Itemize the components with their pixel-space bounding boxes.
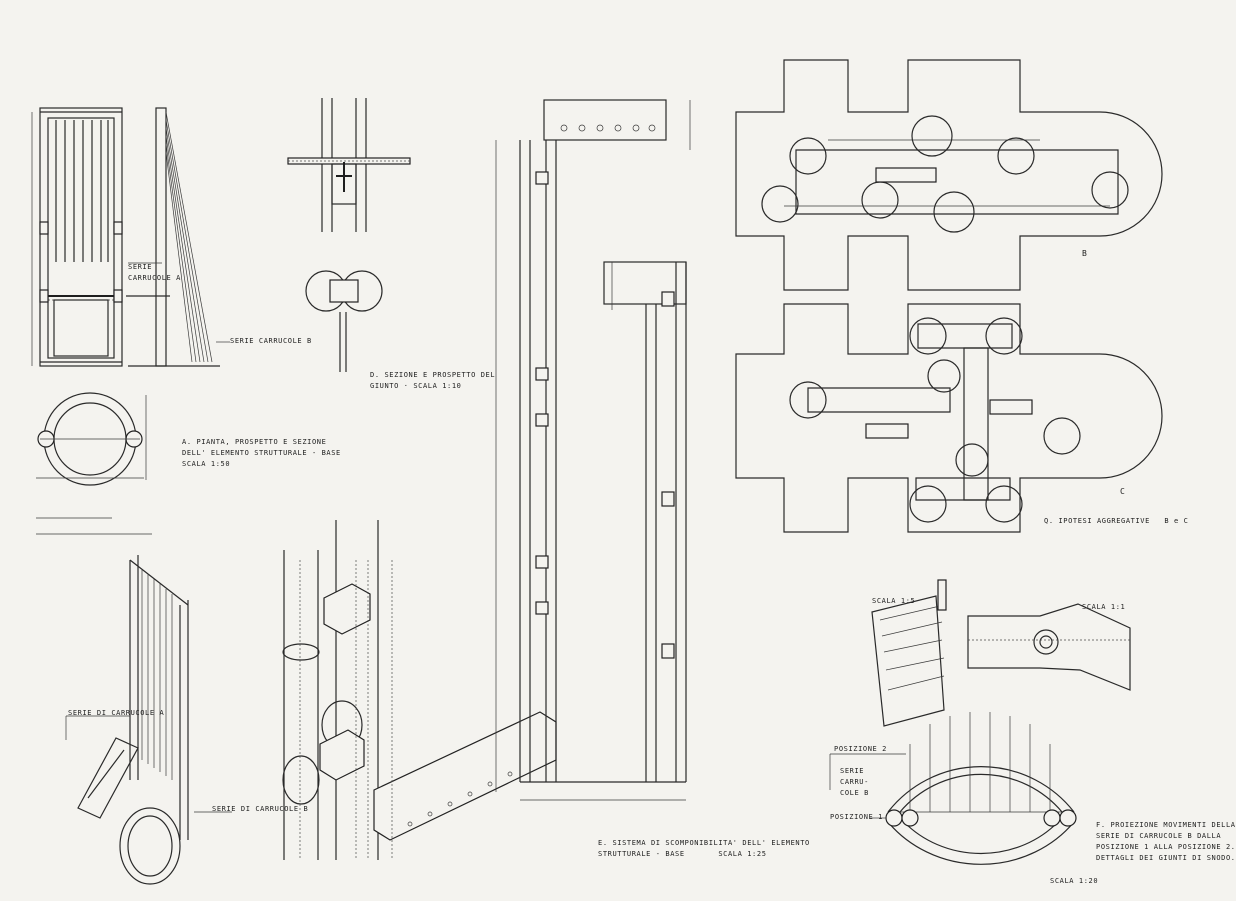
joint-detail-1-1 bbox=[967, 603, 1131, 691]
caption-e: E. SISTEMA DI SCOMPONIBILITA' DELL' ELEM… bbox=[598, 839, 810, 858]
label-serie-carrucole-b-detail: SERIE CARRU- COLE B bbox=[840, 767, 869, 797]
label-plan-c: C bbox=[1120, 487, 1126, 496]
structural-element-elevation bbox=[31, 107, 123, 367]
label-posizione-1: POSIZIONE 1 bbox=[830, 813, 883, 821]
caption-d: D. SEZIONE E PROSPETTO DEL GIUNTO · SCAL… bbox=[370, 371, 496, 390]
isometric-joints bbox=[282, 520, 557, 860]
pulley-detail-1-5 bbox=[871, 579, 947, 727]
caption-a: A. PIANTA, PROSPETTO E SEZIONE DELL' ELE… bbox=[182, 438, 341, 468]
label-plan-b: B bbox=[1082, 249, 1088, 258]
label-serie-carrucole-b-top: SERIE CARRUCOLE B bbox=[230, 337, 312, 345]
structural-element-section bbox=[126, 107, 230, 367]
joint-section bbox=[287, 98, 411, 232]
label-serie-carrucole-a-top: SERIE CARRUCOLE A bbox=[128, 263, 181, 282]
decomposition-system bbox=[495, 99, 691, 801]
pulley-movement-projection bbox=[829, 712, 1077, 865]
caption-f: F. PROIEZIONE MOVIMENTI DELLA SERIE DI C… bbox=[1096, 821, 1236, 862]
label-serie-carrucole-b-iso: SERIE DI CARRUCOLE B bbox=[212, 805, 309, 813]
label-serie-carrucole-a-iso: SERIE DI CARRUCOLE A bbox=[68, 709, 165, 717]
technical-drawing bbox=[31, 59, 1163, 885]
aggregation-plan-b bbox=[735, 59, 1163, 291]
drawing-sheet: SERIE CARRUCOLE A SERIE CARRUCOLE B A. P… bbox=[31, 59, 1235, 885]
label-scala-1-5: SCALA 1:5 bbox=[872, 597, 916, 605]
aggregation-plan-c bbox=[735, 303, 1163, 533]
joint-plan bbox=[305, 270, 383, 372]
caption-q: Q. IPOTESI AGGREGATIVE B e C bbox=[1044, 517, 1189, 525]
isometric-element bbox=[65, 555, 232, 885]
label-scala-1-20: SCALA 1:20 bbox=[1050, 877, 1099, 885]
label-posizione-2: POSIZIONE 2 bbox=[834, 745, 887, 753]
label-scala-1-1: SCALA 1:1 bbox=[1082, 603, 1126, 611]
structural-element-plan bbox=[36, 392, 152, 535]
